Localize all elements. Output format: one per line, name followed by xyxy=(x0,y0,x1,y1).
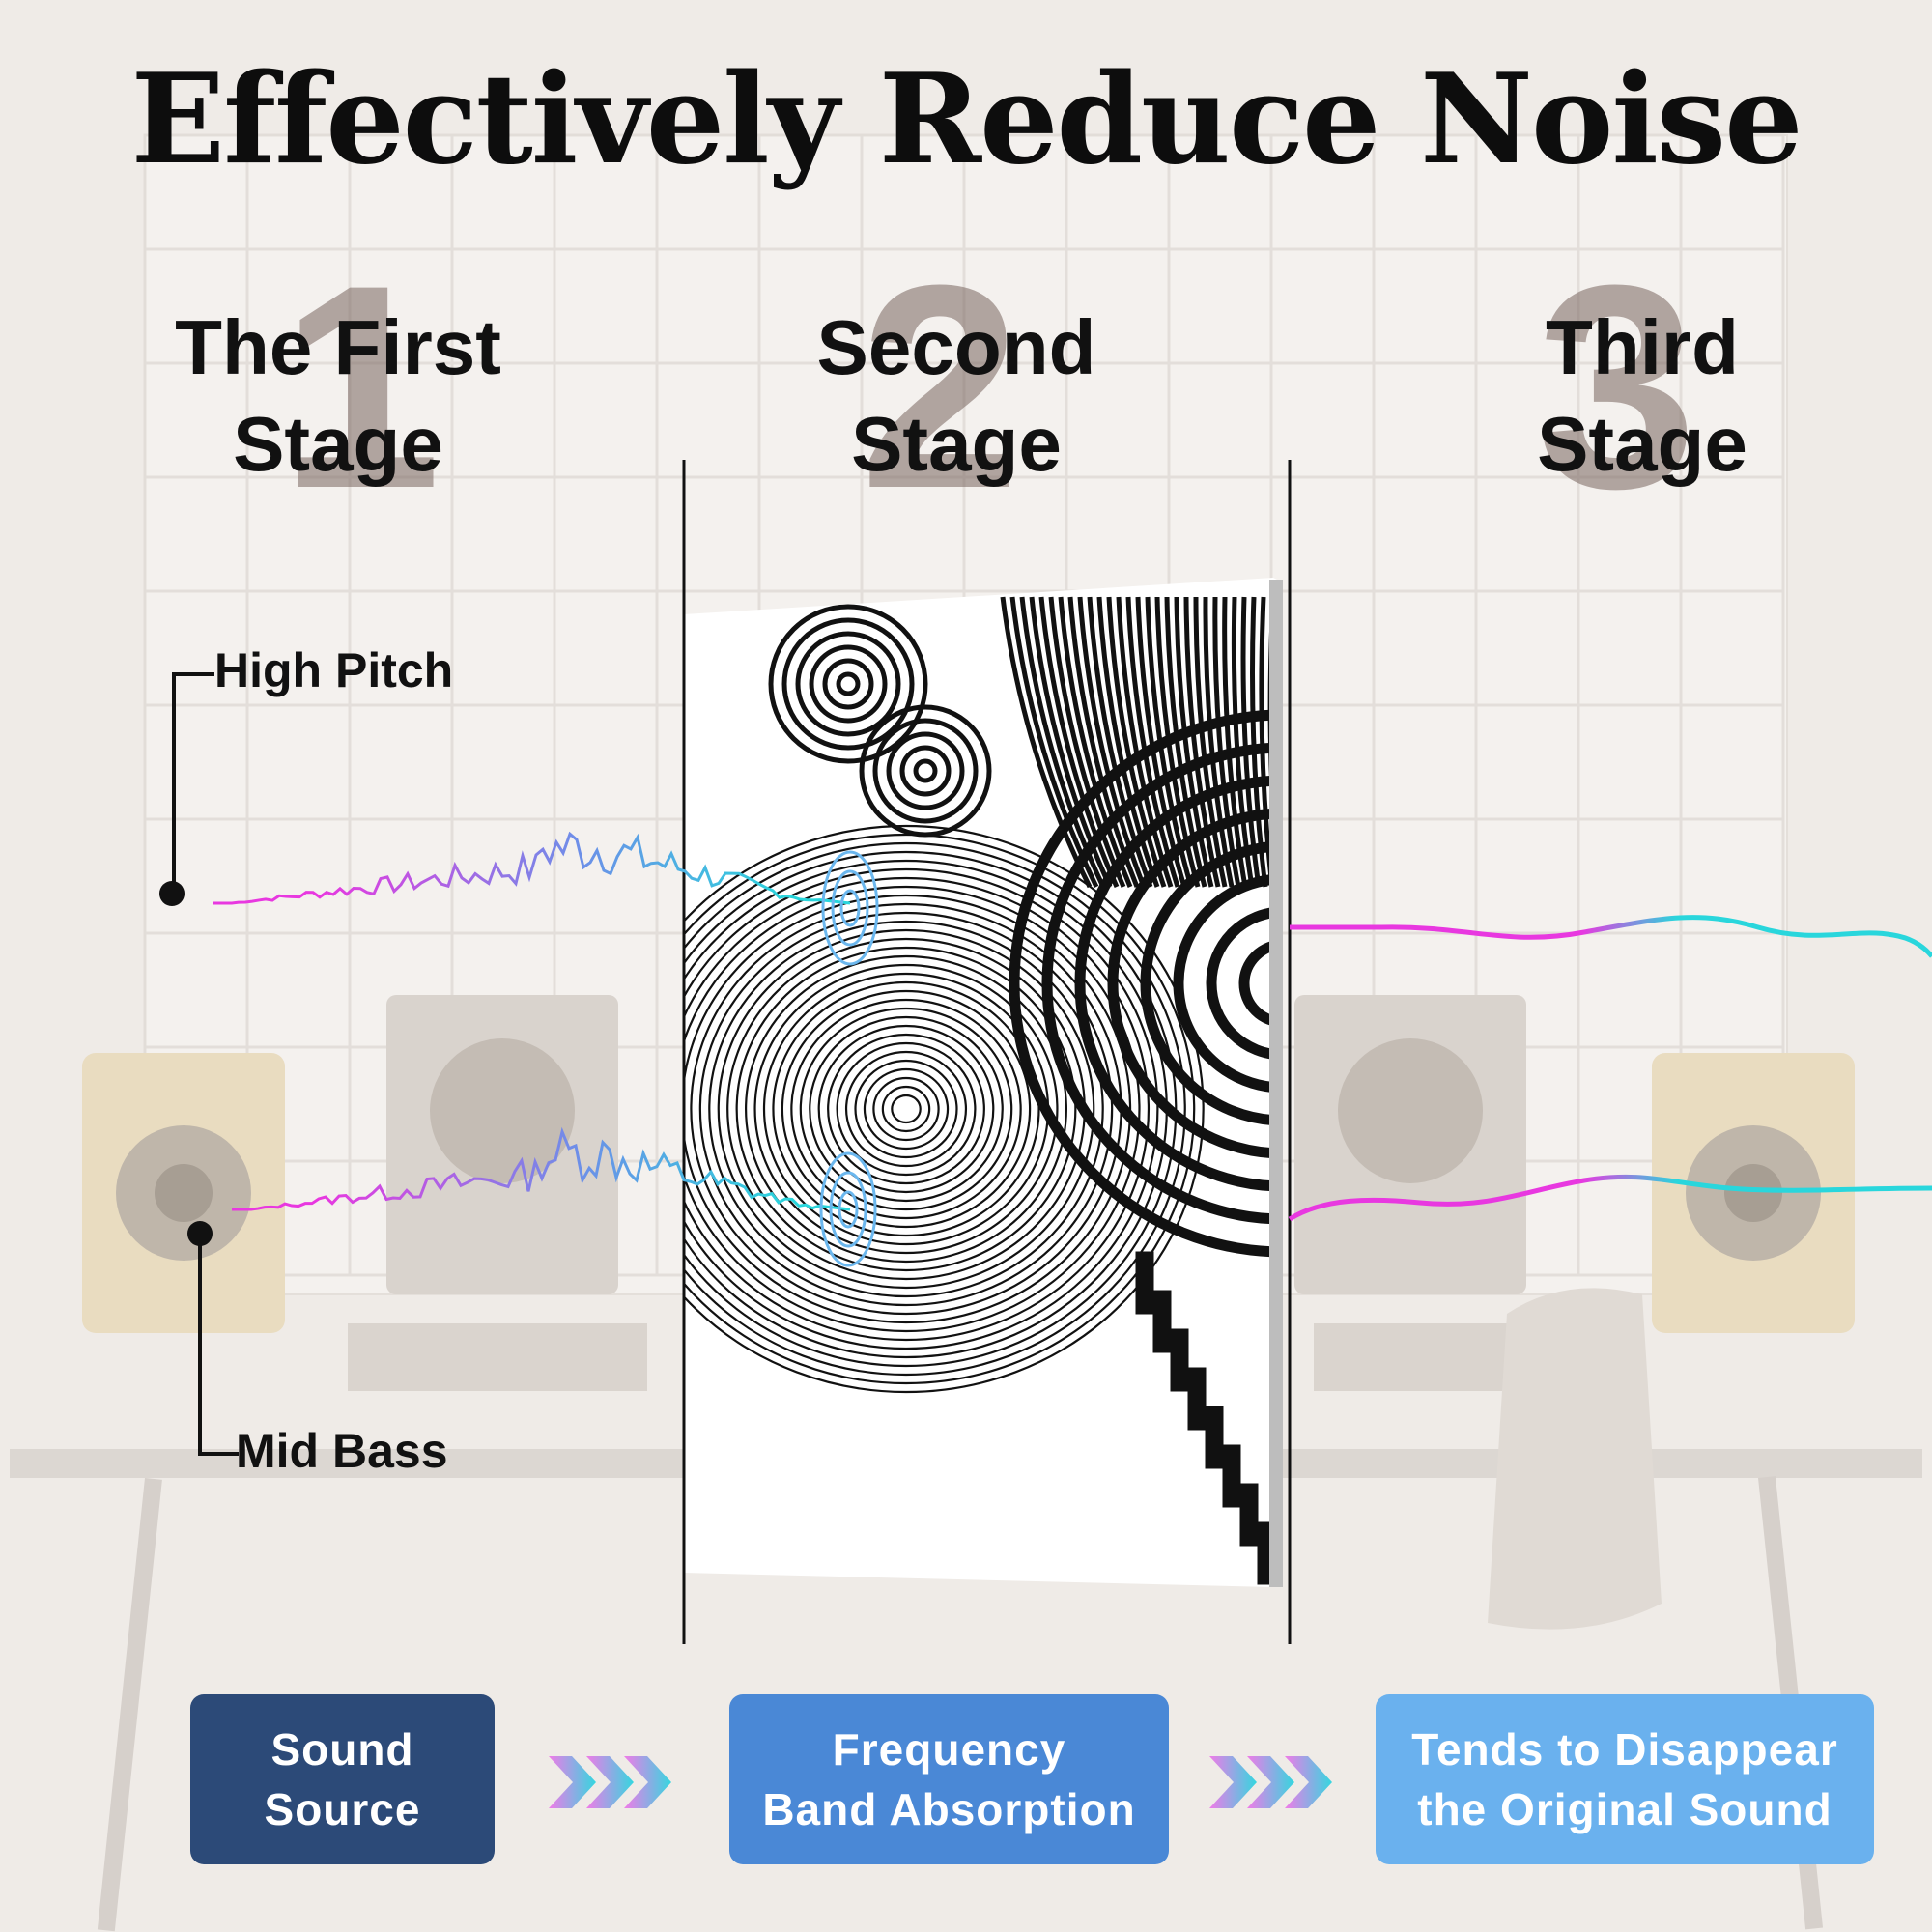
frequency-absorption-line1: Frequency xyxy=(832,1724,1066,1775)
stage-1-heading: The First Stage xyxy=(97,299,580,493)
mid-bass-label: Mid Bass xyxy=(236,1424,448,1478)
stage-number-2: 2 xyxy=(860,224,1021,549)
frequency-absorption-box: Frequency Band Absorption xyxy=(729,1694,1169,1864)
stage-3-line2: Stage xyxy=(1537,401,1747,487)
stage-2-line2: Stage xyxy=(851,401,1062,487)
disappear-box: Tends to Disappear the Original Sound xyxy=(1376,1694,1874,1864)
stage-2-line1: Second xyxy=(816,304,1096,390)
disappear-line2: the Original Sound xyxy=(1417,1784,1833,1834)
stage-3-line1: Third xyxy=(1546,304,1739,390)
stage-1-line1: The First xyxy=(175,304,501,390)
sound-source-line1: Sound xyxy=(270,1724,414,1775)
stage-3-heading: Third Stage xyxy=(1401,299,1884,493)
page-title: Effectively Reduce Noise xyxy=(130,47,1804,192)
sound-source-box: Sound Source xyxy=(190,1694,495,1864)
acoustic-panel-image xyxy=(684,578,1283,1587)
sound-source-line2: Source xyxy=(264,1784,421,1834)
stage-2-heading: Second Stage xyxy=(715,299,1198,493)
disappear-line1: Tends to Disappear xyxy=(1411,1724,1838,1775)
stage-1-line2: Stage xyxy=(233,401,443,487)
frequency-absorption-line2: Band Absorption xyxy=(762,1784,1136,1834)
stage-number-3: 3 xyxy=(1536,224,1697,549)
stage-number-1: 1 xyxy=(280,224,441,549)
high-pitch-label: High Pitch xyxy=(214,643,454,697)
